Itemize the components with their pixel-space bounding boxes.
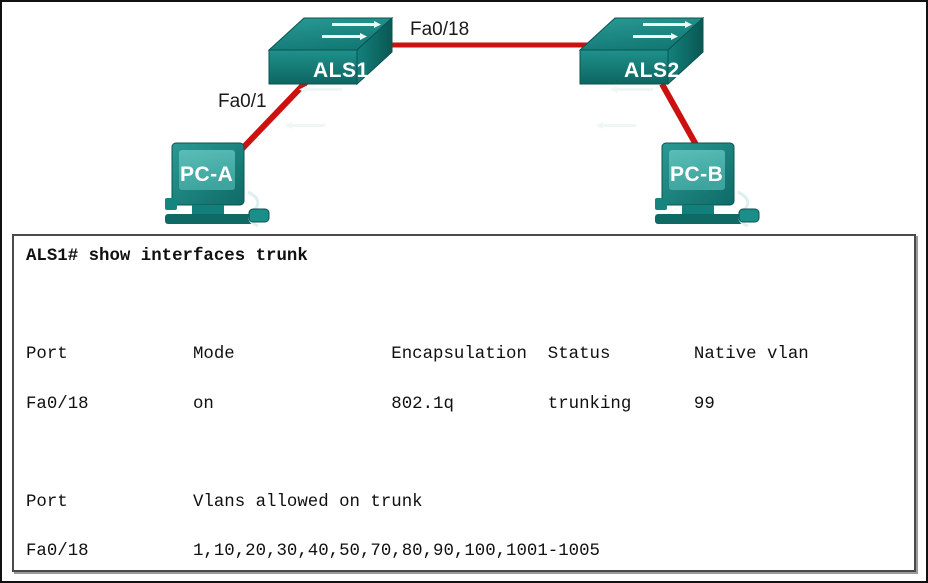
link-label-fa0-1: Fa0/1 <box>218 91 267 112</box>
cli-output-text: ALS1# show interfaces trunk Port Mode En… <box>14 236 914 570</box>
device-pc-b[interactable]: PC-B <box>655 142 760 228</box>
cli-blank-line <box>26 294 914 319</box>
cli-command: show interfaces trunk <box>88 247 308 266</box>
device-label-pc-a: PC-A <box>180 163 233 186</box>
cli-header-2: Port Vlans allowed on trunk <box>26 492 423 512</box>
cli-prompt: ALS1# <box>26 247 79 266</box>
device-pc-a[interactable]: PC-A <box>165 142 270 228</box>
switch-arrows-icon <box>285 21 381 129</box>
cli-blank-line <box>26 442 914 467</box>
cli-row-2: Fa0/18 1,10,20,30,40,50,70,80,90,100,100… <box>26 542 600 562</box>
network-topology-diagram: ALS1 ALS2 <box>2 2 926 232</box>
device-label-als2: ALS2 <box>624 59 680 82</box>
link-pcb-als2 <box>659 82 702 152</box>
device-label-als1: ALS1 <box>313 59 369 82</box>
cli-command-line: ALS1# show interfaces trunk <box>26 245 914 270</box>
device-label-pc-b: PC-B <box>670 163 723 186</box>
device-als1[interactable]: ALS1 <box>267 16 394 129</box>
cli-row-1: Fa0/18 on 802.1q trunking 99 <box>26 394 715 414</box>
cli-header-1: Port Mode Encapsulation Status Native vl… <box>26 345 809 365</box>
switch-arrows-icon <box>596 21 692 129</box>
link-label-fa0-18: Fa0/18 <box>410 19 469 40</box>
link-pca-als1 <box>236 77 311 155</box>
device-als2[interactable]: ALS2 <box>578 16 705 129</box>
cli-output-panel: ALS1# show interfaces trunk Port Mode En… <box>12 234 916 572</box>
